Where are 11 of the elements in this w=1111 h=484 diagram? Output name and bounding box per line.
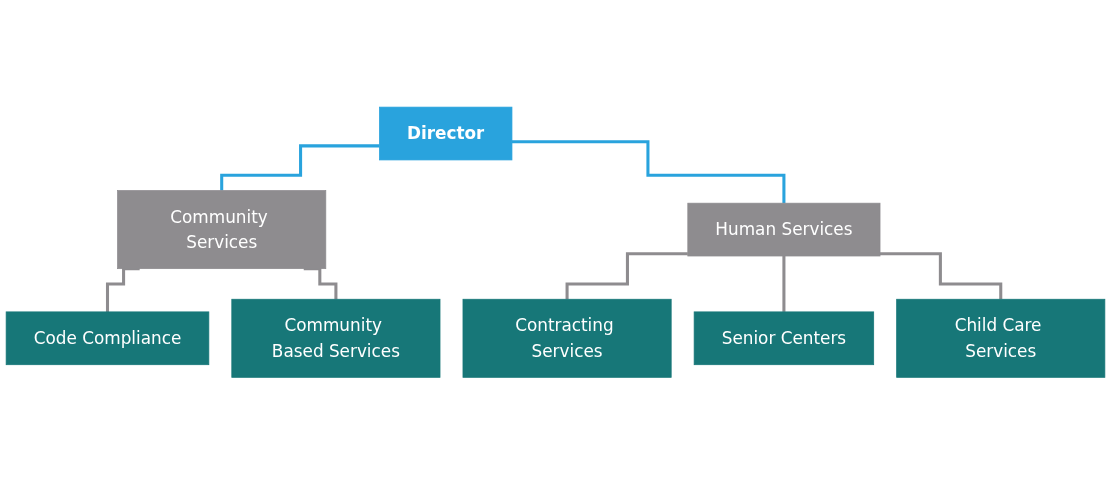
connector xyxy=(220,144,380,192)
connector xyxy=(880,251,1003,301)
node-box: Code Compliance xyxy=(5,311,210,365)
connector xyxy=(565,251,688,301)
node-box: Community Based Services xyxy=(231,298,441,378)
node-box: Community Services xyxy=(117,189,327,269)
node-box: Contracting Services xyxy=(462,298,672,378)
node-box: Senior Centers xyxy=(693,311,875,365)
node-box: Human Services xyxy=(687,202,881,257)
node-box: Child Care Services xyxy=(896,298,1106,378)
node-box: Director xyxy=(379,106,513,161)
